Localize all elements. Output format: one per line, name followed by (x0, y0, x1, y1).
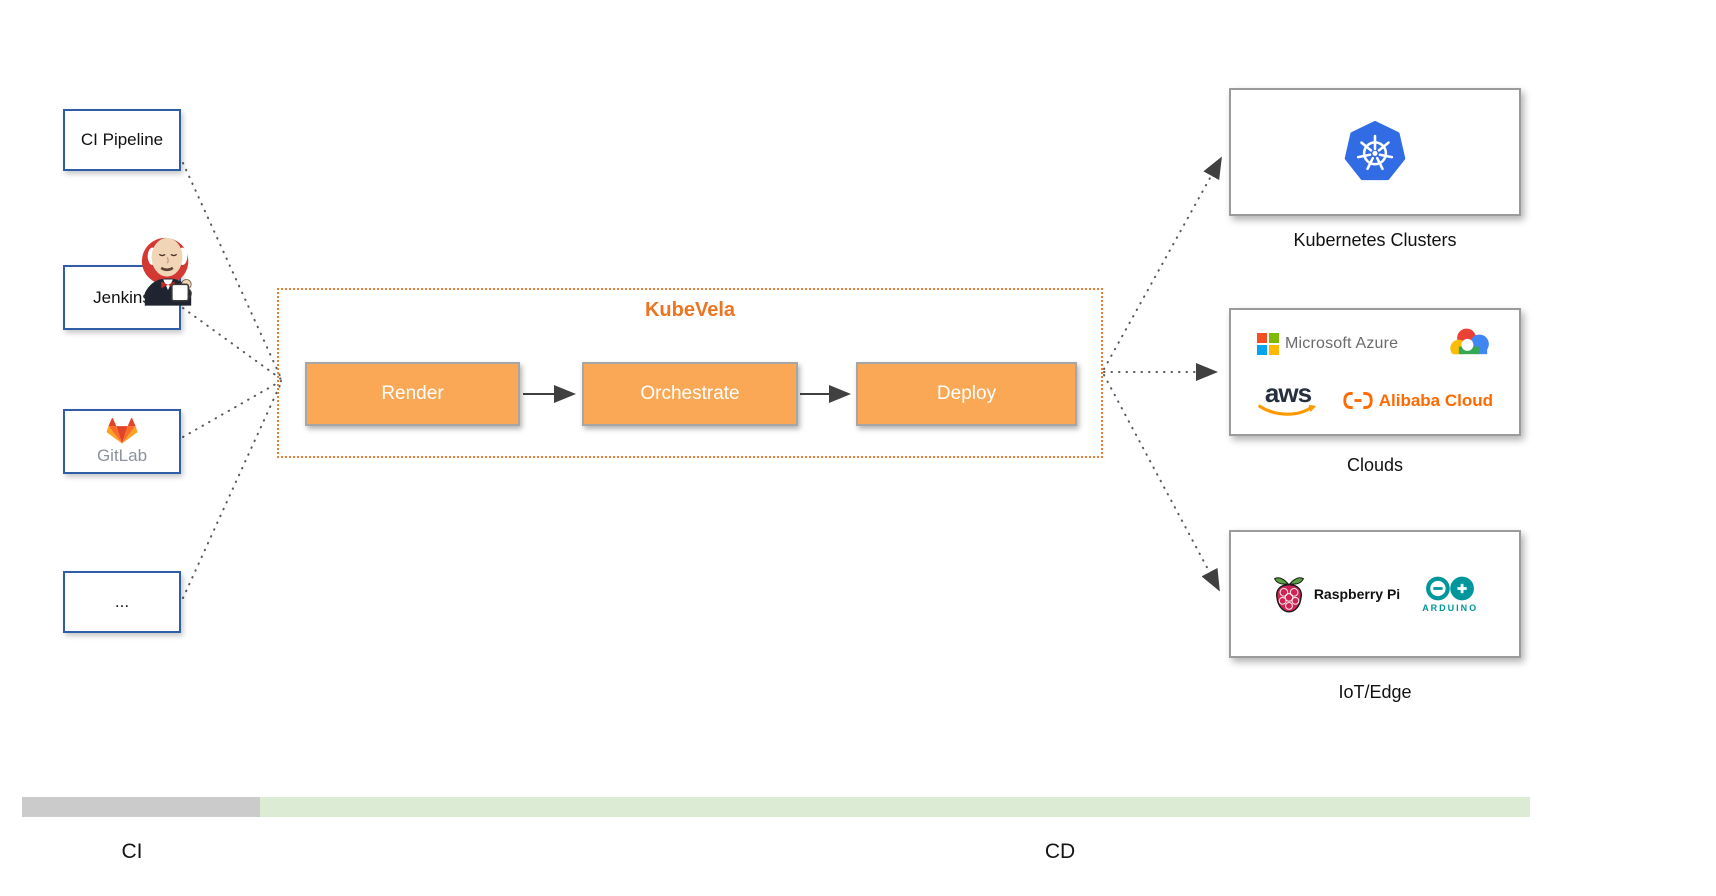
azure-text: Microsoft Azure (1285, 335, 1399, 352)
arrow-kubevela-iot (1103, 374, 1220, 592)
gitlab-tanuki-icon (103, 417, 141, 445)
ci-phase-bar (22, 797, 260, 817)
source-box-ellipsis: ... (63, 571, 181, 633)
aws-text: aws (1264, 378, 1312, 409)
gitlab-label: GitLab (96, 446, 148, 465)
alibaba-brackets-icon (1343, 392, 1373, 410)
alibaba-text: Alibaba Cloud (1378, 390, 1493, 410)
ellipsis-label: ... (114, 592, 130, 611)
source-box-ci-pipeline: CI Pipeline (63, 109, 181, 171)
arduino-infinity-icon (1426, 576, 1475, 601)
arrow-kubevela-kubernetes (1103, 156, 1222, 370)
aws-smile-icon (1258, 404, 1317, 416)
arduino-text: ARDUINO (1422, 603, 1479, 613)
alibaba-cloud-logo: Alibaba Cloud (1343, 391, 1493, 411)
arduino-logo: ARDUINO (1422, 575, 1478, 613)
kubernetes-clusters-label: Kubernetes Clusters (1293, 230, 1457, 250)
raspberry-icon (1273, 577, 1304, 613)
stage-orchestrate: Orchestrate (582, 362, 798, 426)
microsoft-azure-logo: Microsoft Azure (1257, 333, 1398, 355)
stage-render: Render (305, 362, 520, 426)
line-cipipeline-kubevela (182, 162, 282, 379)
raspberry-pi-logo: Raspberry Pi (1272, 573, 1400, 615)
kubevela-container (277, 288, 1103, 458)
source-box-gitlab: GitLab (63, 409, 181, 474)
target-box-iot-edge: Raspberry Pi ARDUINO (1229, 530, 1521, 658)
microsoft-squares-icon (1257, 333, 1279, 355)
cd-phase-bar (260, 797, 1530, 817)
line-jenkins-kubevela (182, 307, 282, 380)
kubernetes-icon (1343, 120, 1407, 184)
orchestrate-label: Orchestrate (640, 383, 740, 404)
aws-logo: aws (1257, 378, 1319, 418)
ci-phase-label: CI (121, 840, 143, 863)
jenkins-mascot-icon (139, 224, 197, 306)
stage-deploy: Deploy (856, 362, 1077, 426)
google-cloud-icon (1447, 326, 1493, 362)
raspberry-text: Raspberry Pi (1313, 586, 1401, 602)
deploy-label: Deploy (936, 383, 997, 404)
line-gitlab-kubevela (182, 380, 282, 438)
render-label: Render (381, 383, 444, 404)
cd-phase-label: CD (1044, 840, 1076, 863)
clouds-label: Clouds (1346, 455, 1404, 475)
line-ellipsis-kubevela (182, 382, 282, 599)
target-box-kubernetes (1229, 88, 1521, 216)
jenkins-label: Jenkins (93, 287, 151, 307)
kubevela-title: KubeVela (644, 299, 736, 321)
iot-edge-label: IoT/Edge (1338, 682, 1412, 702)
ci-pipeline-label: CI Pipeline (80, 130, 164, 149)
cloud-logos-grid: Microsoft Azure aws (1231, 310, 1519, 434)
target-box-clouds: Microsoft Azure aws (1229, 308, 1521, 436)
